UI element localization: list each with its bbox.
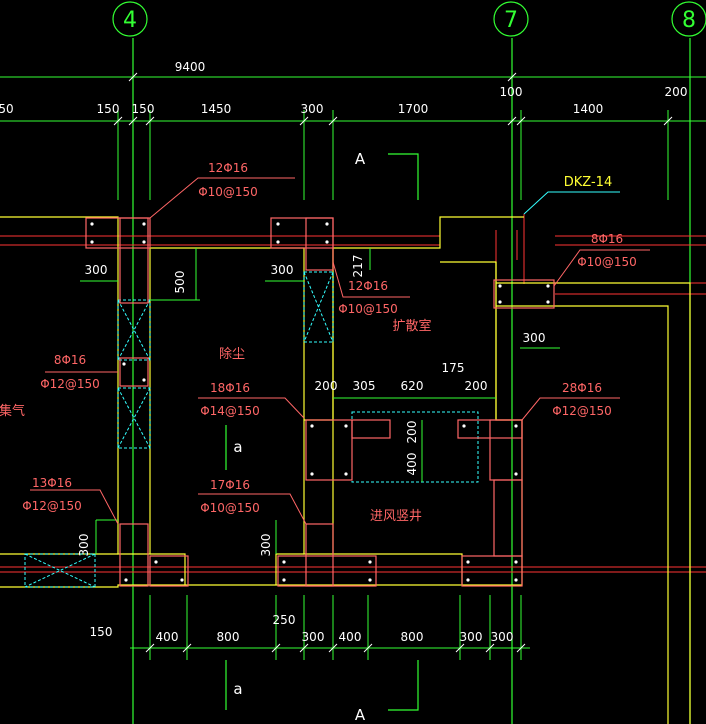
inner-dimension-lines bbox=[80, 248, 560, 554]
column-rebar-boxes bbox=[85, 217, 555, 587]
dim-inner-0: 500 bbox=[173, 271, 187, 294]
dim-bot-7: 800 bbox=[401, 630, 424, 644]
dim-top-9: 200 bbox=[665, 85, 688, 99]
dim-bot-2: 400 bbox=[156, 630, 179, 644]
rebar-stirrup-8: Φ10@150 bbox=[200, 501, 260, 515]
rebar-stirrup-7: Φ12@150 bbox=[22, 499, 82, 513]
dim-top-6: 1700 bbox=[398, 102, 429, 116]
axis-bubble-7: 7 bbox=[493, 1, 529, 37]
dim-inner-13: 300 bbox=[259, 534, 273, 557]
dim-top-4: 1450 bbox=[201, 102, 232, 116]
axis-label-7: 7 bbox=[504, 8, 518, 33]
room-label-dust: 除尘 bbox=[219, 347, 245, 362]
rebar-main-6: 28Φ16 bbox=[562, 381, 602, 395]
rebar-stirrup-4: Φ12@150 bbox=[40, 377, 100, 391]
column-tag-text: DKZ-14 bbox=[564, 175, 612, 190]
rebar-stirrup-1: Φ10@150 bbox=[198, 185, 258, 199]
rebar-main-3: 8Φ16 bbox=[591, 232, 623, 246]
axis-label-4: 4 bbox=[123, 8, 137, 33]
rebar-label-4: 8Φ16 Φ12@150 bbox=[40, 353, 100, 391]
rebar-main-4: 8Φ16 bbox=[54, 353, 86, 367]
dim-top-3: 150 bbox=[132, 102, 155, 116]
dim-inner-5: 200 bbox=[315, 379, 338, 393]
rebar-stirrup-3: Φ10@150 bbox=[577, 255, 637, 269]
top-dim-row: 50 150 150 1450 300 1700 100 1400 200 bbox=[0, 85, 687, 116]
dim-inner-12: 300 bbox=[77, 534, 91, 557]
room-labels: 除尘 扩散室 进风竖井 集气 bbox=[0, 318, 432, 524]
rebar-main-1: 12Φ16 bbox=[208, 161, 248, 175]
dim-inner-4: 300 bbox=[523, 331, 546, 345]
rebar-label-5: 18Φ16 Φ14@150 bbox=[200, 381, 260, 418]
dim-inner-3: 217 bbox=[351, 255, 365, 278]
dim-inner-11: 400 bbox=[405, 453, 419, 476]
dim-top-5: 300 bbox=[301, 102, 324, 116]
dim-inner-8: 175 bbox=[442, 361, 465, 375]
column-tag: DKZ-14 bbox=[523, 175, 620, 215]
dim-inner-2: 300 bbox=[271, 263, 294, 277]
axis-label-8: 8 bbox=[682, 8, 696, 33]
dim-bot-4: 250 bbox=[273, 613, 296, 627]
rebar-label-6: 28Φ16 Φ12@150 bbox=[552, 381, 612, 418]
room-label-diffusion: 扩散室 bbox=[392, 318, 431, 334]
top-dimension-ticks bbox=[113, 72, 673, 126]
dim-bot-1: 150 bbox=[90, 625, 113, 639]
dim-inner-10: 200 bbox=[405, 421, 419, 444]
rebar-leaders bbox=[30, 177, 650, 525]
bottom-dimension-ticks bbox=[145, 643, 526, 653]
dim-inner-9: 200 bbox=[465, 379, 488, 393]
dim-bot-3: 800 bbox=[217, 630, 240, 644]
rebar-label-8: 17Φ16 Φ10@150 bbox=[200, 478, 260, 515]
dim-bot-9: 300 bbox=[491, 630, 514, 644]
rebar-main-8: 17Φ16 bbox=[210, 478, 250, 492]
bottom-dim-row: 150 400 800 250 300 400 800 300 300 bbox=[90, 613, 514, 644]
section-mark-a-mid: a bbox=[233, 438, 242, 456]
rebar-label-1: 12Φ16 Φ10@150 bbox=[198, 161, 258, 199]
dim-bot-6: 400 bbox=[339, 630, 362, 644]
bottom-dimension-lines bbox=[130, 595, 530, 660]
inner-dim-texts: 300 500 300 217 300 200 305 620 175 200 … bbox=[77, 255, 545, 557]
dim-bot-8: 300 bbox=[460, 630, 483, 644]
dim-inner-1: 300 bbox=[85, 263, 108, 277]
axis-bubble-8: 8 bbox=[671, 1, 706, 37]
rebar-label-2: 12Φ16 Φ10@150 bbox=[338, 279, 398, 316]
dim-overall: 9400 bbox=[175, 60, 206, 74]
section-mark-A-top: A bbox=[355, 150, 366, 168]
column-rebar-dots bbox=[90, 222, 550, 582]
dim-bot-5: 300 bbox=[302, 630, 325, 644]
room-label-collect: 集气 bbox=[0, 403, 25, 419]
section-marks: A a a A bbox=[225, 150, 419, 724]
rebar-stirrup-2: Φ10@150 bbox=[338, 302, 398, 316]
dim-inner-7: 620 bbox=[401, 379, 424, 393]
axis-bubble-4: 4 bbox=[112, 1, 148, 37]
rebar-main-7: 13Φ16 bbox=[32, 476, 72, 490]
rebar-label-7: 13Φ16 Φ12@150 bbox=[22, 476, 82, 513]
section-mark-A-bottom: A bbox=[355, 706, 366, 724]
rebar-main-2: 12Φ16 bbox=[348, 279, 388, 293]
dim-inner-6: 305 bbox=[353, 379, 376, 393]
section-mark-a-bottom: a bbox=[233, 680, 242, 698]
dim-top-2: 150 bbox=[97, 102, 120, 116]
red-beam-lines bbox=[0, 214, 706, 573]
dim-top-7: 100 bbox=[500, 85, 523, 99]
rebar-label-3: 8Φ16 Φ10@150 bbox=[577, 232, 637, 269]
room-label-intake-shaft: 进风竖井 bbox=[370, 509, 422, 524]
rebar-stirrup-6: Φ12@150 bbox=[552, 404, 612, 418]
dim-top-8: 1400 bbox=[573, 102, 604, 116]
rebar-main-5: 18Φ16 bbox=[210, 381, 250, 395]
hatch-openings bbox=[24, 271, 479, 588]
rebar-stirrup-5: Φ14@150 bbox=[200, 404, 260, 418]
dim-top-1: 50 bbox=[0, 102, 14, 116]
